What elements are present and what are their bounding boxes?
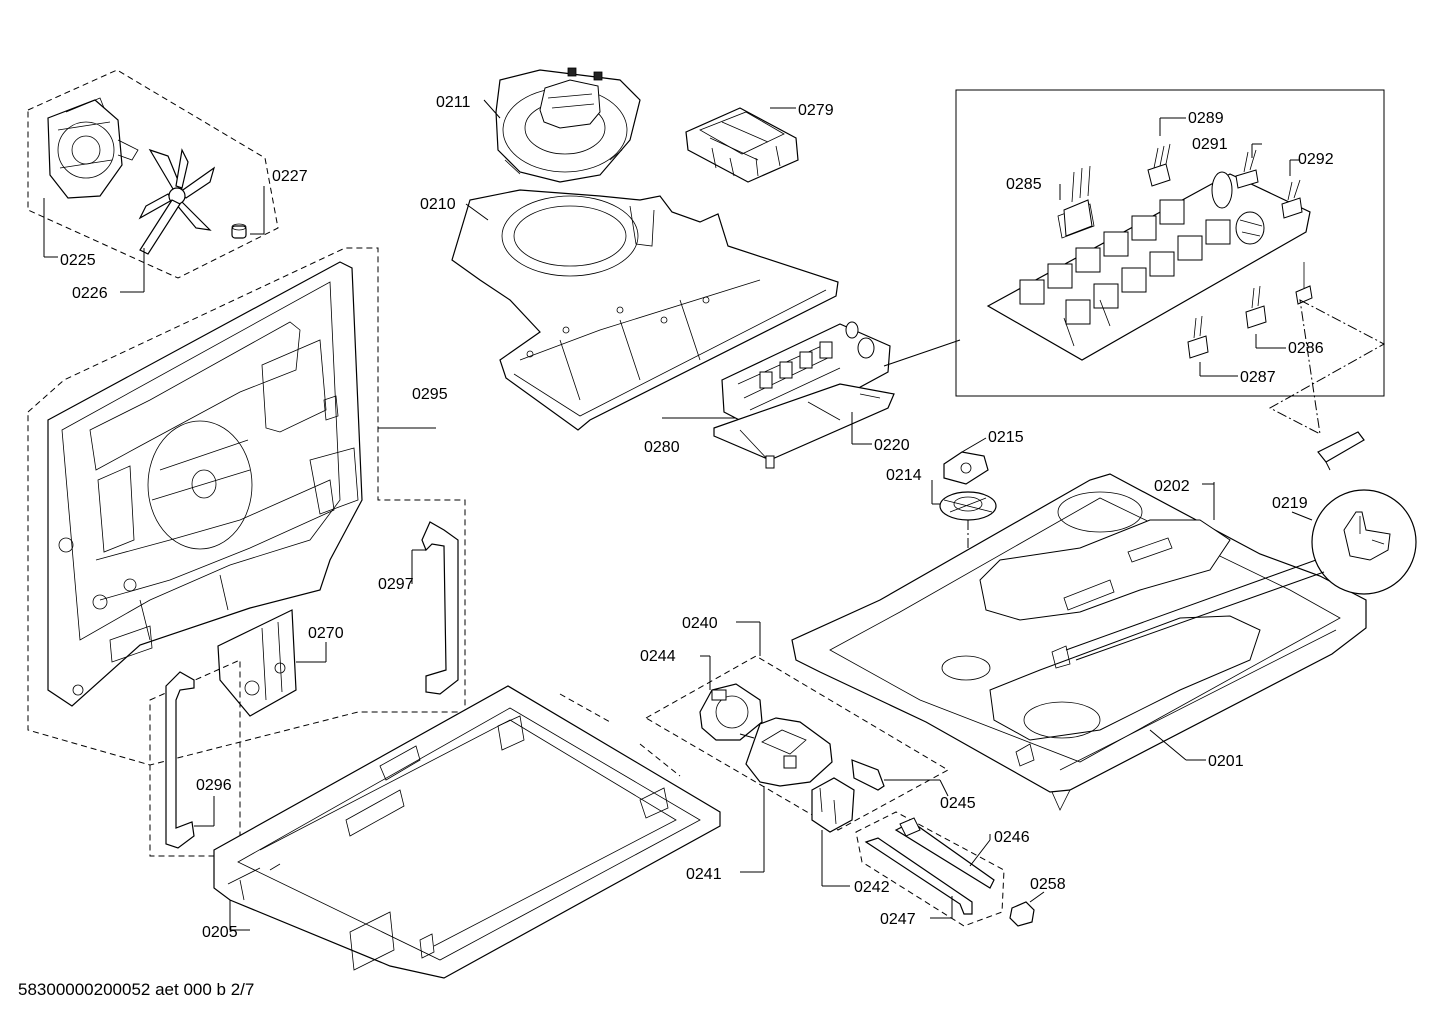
part-0258-clip — [1009, 891, 1045, 927]
part-0247-rod — [864, 837, 973, 919]
control-group-0240 — [644, 621, 950, 887]
fan-motor-assembly-group — [27, 69, 279, 293]
part-0211-blower-motor — [483, 67, 641, 183]
label-0258: 0258 — [1030, 876, 1066, 893]
label-0292: 0292 — [1298, 151, 1334, 168]
part-0280-0220-pcb-assembly — [662, 321, 961, 469]
part-0219-sensor-detail — [1065, 489, 1417, 661]
part-0297-rail — [411, 521, 459, 695]
pcb-detail-inset — [955, 89, 1385, 397]
label-0225: 0225 — [60, 252, 96, 269]
label-0295: 0295 — [412, 386, 448, 403]
part-0226-fan-blade — [138, 148, 216, 255]
part-0242-relay — [811, 777, 855, 887]
part-0296-rail — [149, 659, 241, 857]
label-0240: 0240 — [682, 615, 718, 632]
label-0242: 0242 — [854, 879, 890, 896]
label-0291: 0291 — [1192, 136, 1228, 153]
part-pcb-detail-board — [986, 171, 1311, 361]
label-0219: 0219 — [1272, 495, 1308, 512]
label-0244: 0244 — [640, 648, 676, 665]
label-0279: 0279 — [798, 102, 834, 119]
part-0295-back-panel — [47, 261, 363, 707]
label-0215: 0215 — [988, 429, 1024, 446]
part-0245-pin — [851, 759, 949, 797]
label-0226: 0226 — [72, 285, 108, 302]
label-0201: 0201 — [1208, 753, 1244, 770]
part-0227-nut — [231, 223, 247, 239]
part-0241-selector — [740, 717, 833, 873]
label-0205: 0205 — [202, 924, 238, 941]
label-0247: 0247 — [880, 911, 916, 928]
part-0215-clip — [943, 437, 989, 485]
label-0270: 0270 — [308, 625, 344, 642]
label-0246: 0246 — [994, 829, 1030, 846]
part-0270-bracket — [217, 609, 327, 717]
drawing-reference-footer: 58300000200052 aet 000 b 2/7 — [18, 980, 255, 999]
label-0241: 0241 — [686, 866, 722, 883]
label-0220: 0220 — [874, 437, 910, 454]
label-0297: 0297 — [378, 576, 414, 593]
label-0289: 0289 — [1188, 110, 1224, 127]
part-0201-base-tray — [791, 473, 1367, 811]
part-0246-sensor — [894, 817, 995, 889]
part-0244-switch — [699, 655, 763, 741]
part-0210-duct-cover — [451, 189, 839, 431]
label-0227: 0227 — [272, 168, 308, 185]
label-0286: 0286 — [1288, 340, 1324, 357]
label-0214: 0214 — [886, 467, 922, 484]
label-0202: 0202 — [1154, 478, 1190, 495]
part-0279-bracket — [685, 107, 799, 183]
label-0211: 0211 — [436, 94, 471, 111]
label-0296: 0296 — [196, 777, 232, 794]
part-0205-bottom-tray — [213, 685, 721, 979]
part-wire-terminal — [1317, 431, 1365, 471]
back-panel-group — [27, 247, 466, 766]
sensor-rod-group — [855, 811, 1045, 927]
label-0285: 0285 — [1006, 176, 1042, 193]
label-0210: 0210 — [420, 196, 456, 213]
label-0245: 0245 — [940, 795, 976, 812]
label-0280: 0280 — [644, 439, 680, 456]
label-0287: 0287 — [1240, 369, 1276, 386]
part-labels: 0211 0279 0210 0227 0225 0226 0295 0289 … — [60, 94, 1334, 941]
part-0225-fan-motor — [47, 97, 139, 199]
